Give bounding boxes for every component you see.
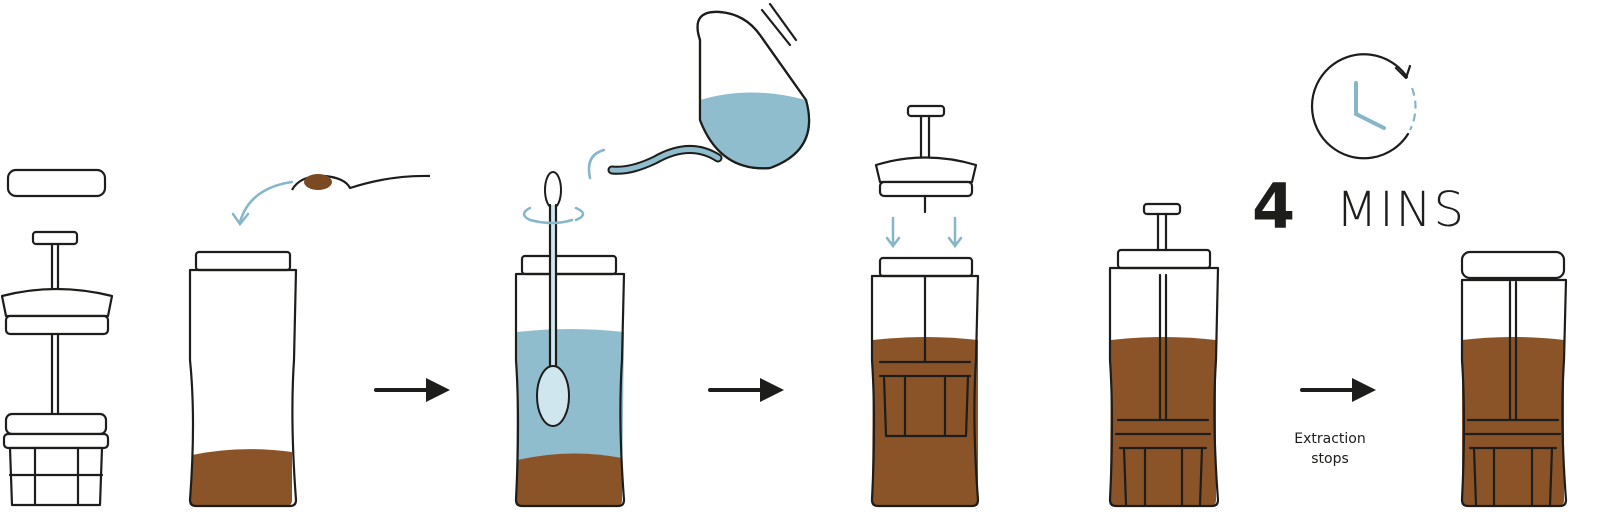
bottle-finished-capped	[1460, 250, 1568, 508]
bottle-with-water-stirring	[514, 2, 811, 508]
arrow-right-1	[374, 378, 450, 402]
bottle-with-grounds	[188, 174, 431, 508]
caption-line-2: stops	[1311, 451, 1349, 467]
bottle-steeping	[1108, 202, 1220, 508]
arrow-right-2	[708, 378, 784, 402]
caption-line-1: Extraction	[1294, 431, 1365, 447]
timer-clock-icon	[1310, 53, 1417, 160]
timer-unit: MINS	[1336, 182, 1466, 238]
bottle-inserting-plunger	[870, 104, 980, 508]
timer-number: 4	[1252, 170, 1295, 243]
disassembled-press-parts	[0, 168, 114, 507]
arrow-right-3	[1300, 378, 1376, 402]
